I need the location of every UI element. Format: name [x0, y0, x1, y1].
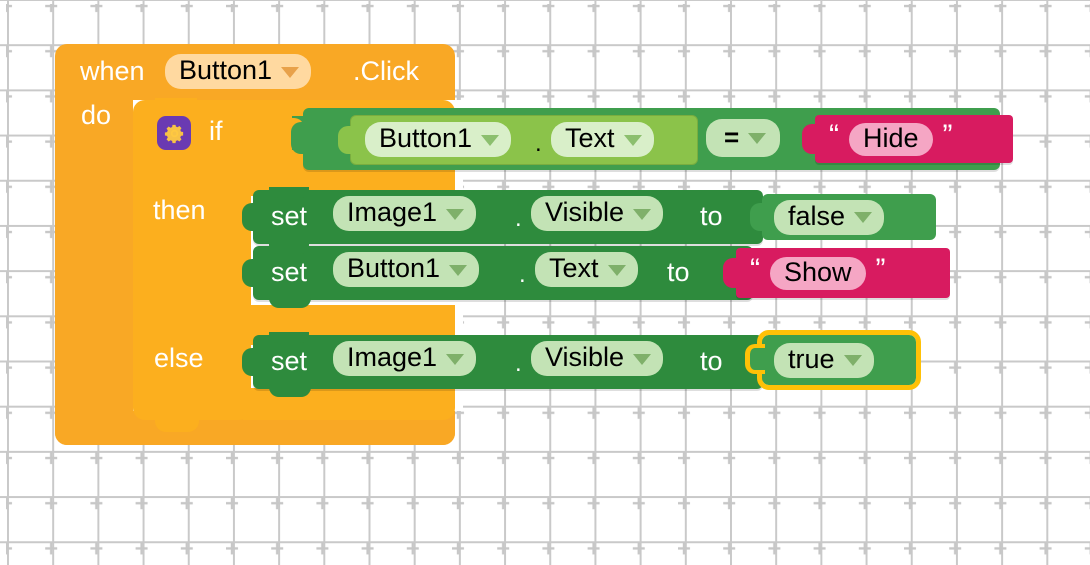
logic-value-dropdown[interactable]: false	[774, 199, 885, 235]
set-property-label: Text	[549, 253, 599, 283]
set-property-dropdown[interactable]: Visible	[531, 196, 664, 231]
logic-true-block-selected[interactable]: true	[745, 330, 921, 390]
if-label: if	[209, 116, 223, 146]
if-then-else-block[interactable]: if then else	[133, 98, 455, 432]
event-when-label: when	[80, 56, 145, 86]
logic-value-label: true	[788, 343, 835, 374]
text-open-quote: “	[829, 119, 839, 152]
if-block-bottom-notch	[155, 418, 199, 432]
text-left-plug	[723, 258, 739, 288]
logic-left-plug	[745, 344, 765, 374]
set-component-dropdown[interactable]: Button1	[333, 252, 480, 287]
chevron-down-icon	[854, 212, 873, 223]
text-open-quote: “	[750, 253, 760, 286]
text-close-quote: ”	[942, 119, 953, 152]
set-component-label: Image1	[347, 342, 438, 372]
if-block-top-notch	[155, 98, 197, 110]
mutator-gear-button[interactable]	[157, 116, 191, 150]
text-value-label: Hide	[863, 122, 919, 153]
set-property-dropdown[interactable]: Text	[535, 252, 638, 287]
logic-value-label: false	[788, 200, 846, 231]
set-keyword-label: set	[271, 346, 308, 376]
getter-dot: .	[535, 130, 542, 157]
statement-left-plug	[242, 259, 256, 287]
set-button1-text-show-block[interactable]: set Button1 . Text to	[242, 243, 753, 308]
chevron-down-icon	[633, 353, 652, 365]
gear-icon	[164, 124, 183, 143]
set-component-dropdown[interactable]: Image1	[333, 196, 477, 231]
chevron-down-icon	[481, 134, 500, 146]
text-value-label: Show	[784, 256, 852, 287]
statement-left-plug	[242, 348, 256, 376]
text-hide-block[interactable]: “ Hide ”	[802, 115, 1013, 163]
chevron-down-icon	[449, 264, 468, 276]
set-to-label: to	[667, 257, 690, 287]
event-component-label: Button1	[179, 55, 273, 85]
chevron-down-icon	[281, 66, 300, 78]
set-keyword-label: set	[271, 257, 308, 287]
chevron-down-icon	[843, 355, 862, 366]
set-component-label: Button1	[347, 253, 441, 283]
else-label: else	[154, 343, 204, 373]
comparison-operator-dropdown[interactable]: =	[706, 119, 781, 157]
comparison-equals-block[interactable]: Button1 . Text = “ Hide ”	[291, 108, 1013, 170]
set-keyword-label: set	[271, 201, 308, 231]
text-value-field[interactable]: Hide	[849, 122, 933, 156]
set-to-label: to	[700, 346, 723, 376]
logic-false-block[interactable]: false	[750, 194, 936, 240]
set-property-label: Visible	[545, 342, 625, 372]
set-property-dropdown[interactable]: Visible	[531, 341, 664, 376]
set-dot: .	[515, 205, 522, 232]
set-image1-visible-false-block[interactable]: set Image1 . Visible to	[242, 187, 766, 244]
set-component-dropdown[interactable]: Image1	[333, 341, 477, 376]
chevron-down-icon	[623, 134, 642, 146]
statement-top-notch	[269, 243, 309, 254]
chevron-down-icon	[446, 353, 465, 365]
comparison-left-plug	[291, 122, 307, 154]
logic-left-plug	[750, 203, 765, 231]
if-block-left-spine	[133, 188, 251, 420]
set-component-label: Image1	[347, 197, 438, 227]
set-property-label: Visible	[545, 197, 625, 227]
set-dot: .	[519, 261, 526, 288]
statement-left-plug	[242, 203, 256, 231]
event-component-dropdown[interactable]: Button1	[165, 54, 312, 89]
event-name-label: .Click	[353, 56, 419, 86]
chevron-down-icon	[633, 208, 652, 220]
getter-property-dropdown[interactable]: Text	[551, 122, 654, 157]
getter-left-plug	[338, 126, 354, 154]
text-left-plug	[802, 124, 818, 154]
statement-top-notch	[269, 332, 309, 343]
getter-component-dropdown[interactable]: Button1	[365, 122, 512, 157]
comparison-operator-label: =	[724, 122, 740, 152]
chevron-down-icon	[607, 264, 626, 276]
then-label: then	[153, 195, 206, 225]
statement-bottom-notch	[269, 385, 311, 397]
set-dot: .	[515, 350, 522, 377]
set-image1-visible-true-block[interactable]: set Image1 . Visible to	[242, 332, 766, 397]
event-do-label: do	[81, 100, 112, 130]
text-close-quote: ”	[875, 253, 886, 286]
chevron-down-icon	[446, 208, 465, 220]
getter-property-label: Text	[565, 123, 615, 153]
chevron-down-icon	[748, 133, 767, 144]
logic-value-dropdown[interactable]: true	[774, 342, 874, 378]
statement-top-notch	[269, 187, 309, 198]
statement-bottom-notch	[269, 296, 311, 308]
set-to-label: to	[700, 201, 723, 231]
text-show-block[interactable]: “ Show ”	[723, 248, 950, 298]
getter-component-label: Button1	[379, 123, 473, 153]
getter-button1-text-block[interactable]: Button1 . Text	[338, 115, 698, 165]
text-value-field[interactable]: Show	[770, 256, 866, 290]
